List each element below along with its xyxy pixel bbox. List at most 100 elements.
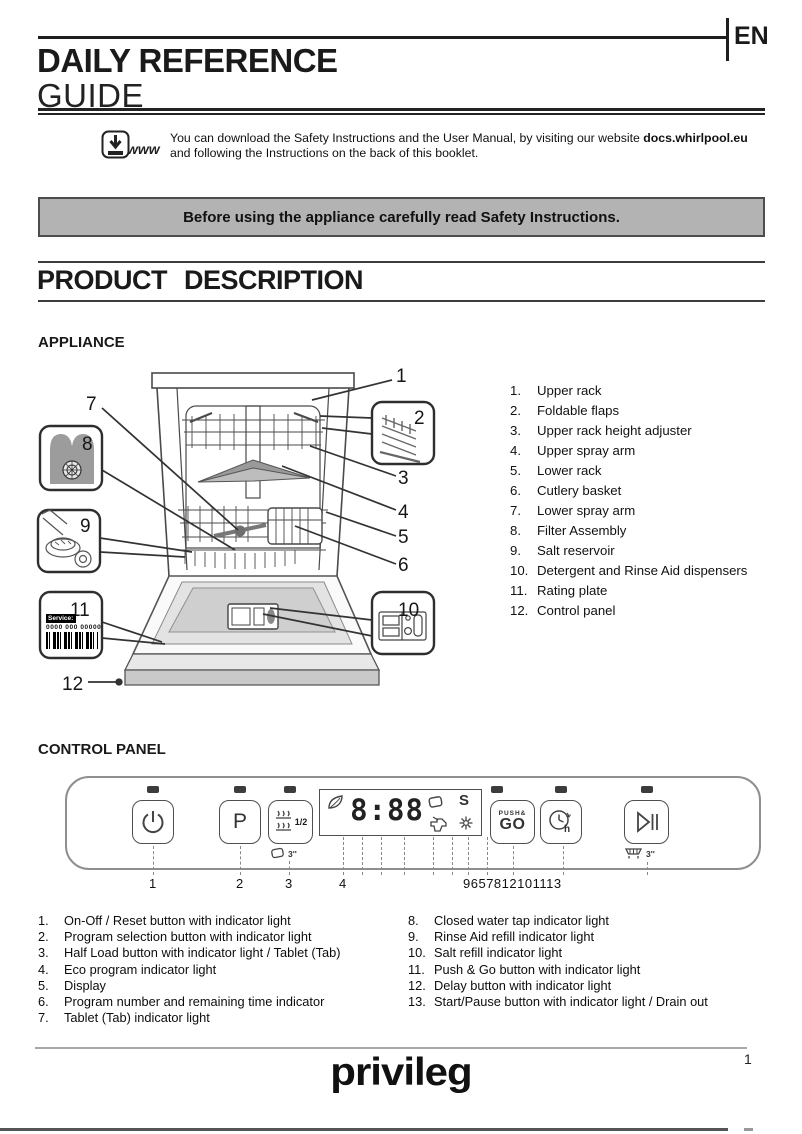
part-label: Cutlery basket bbox=[537, 483, 622, 498]
display bbox=[319, 789, 482, 836]
brand-logo: privileg bbox=[330, 1049, 472, 1094]
list-item: 3.Half Load button with indicator light … bbox=[38, 945, 340, 961]
download-note-line2: and following the Instructions on the ba… bbox=[170, 146, 479, 160]
leader-line bbox=[452, 837, 453, 875]
item-number: 11. bbox=[408, 961, 425, 977]
callout-box-9 bbox=[36, 508, 102, 574]
part-number: 10. bbox=[510, 563, 529, 578]
leader-line bbox=[289, 861, 290, 875]
website-url: docs.whirlpool.eu bbox=[643, 131, 748, 145]
item-number: 1. bbox=[38, 913, 49, 928]
rating-plate-service-label: Service: bbox=[46, 614, 77, 623]
part-label: Detergent and Rinse Aid dispensers bbox=[537, 563, 748, 578]
list-item: 13. Start/Pause button with indicator lig… bbox=[408, 994, 708, 1010]
program-button: P bbox=[219, 800, 261, 844]
indicator-light bbox=[491, 786, 503, 793]
part-number: 6. bbox=[510, 483, 521, 498]
item-label: Delay button with indicator light bbox=[434, 977, 612, 993]
item-number: 13. bbox=[408, 994, 426, 1010]
item-label: Program number and remaining time indica… bbox=[64, 994, 325, 1010]
leader-line bbox=[433, 837, 434, 875]
part-number: 2. bbox=[510, 403, 521, 418]
salt-reservoir-icon bbox=[41, 509, 92, 568]
leader-line bbox=[381, 837, 382, 875]
item-label: Start/Pause button with indicator light … bbox=[434, 994, 708, 1010]
dispenser-icon bbox=[378, 611, 427, 641]
section-rule-top bbox=[38, 261, 765, 263]
item-number: 7. bbox=[38, 1010, 49, 1026]
item-label: Push & Go button with indicator light bbox=[434, 961, 641, 977]
delay-button: h bbox=[540, 800, 582, 844]
list-item: 2.Program selection button with indicato… bbox=[38, 929, 340, 945]
list-item: 12.Control panel bbox=[510, 601, 747, 621]
item-number: 3. bbox=[38, 945, 49, 961]
program-button-label: P bbox=[232, 810, 247, 833]
cp-callout-4: 4 bbox=[339, 876, 347, 891]
list-item: 5. Display bbox=[38, 978, 340, 994]
filter-assembly-icon bbox=[50, 434, 94, 484]
title-rule-thin bbox=[38, 113, 765, 115]
list-item: 7. Tablet (Tab) indicator light bbox=[38, 1010, 340, 1026]
leader-line bbox=[563, 846, 564, 875]
leader-line bbox=[153, 846, 154, 875]
rinse-aid-icon bbox=[458, 815, 474, 831]
part-label: Lower rack bbox=[537, 463, 602, 478]
list-item: 10.Salt refill indicator light bbox=[408, 945, 708, 961]
plinth bbox=[123, 653, 381, 686]
hold-seconds: 3'' bbox=[288, 848, 297, 859]
indicator-light bbox=[641, 786, 653, 793]
detergent-dispenser bbox=[227, 603, 279, 630]
leader-line bbox=[240, 846, 241, 875]
list-item: 5.Lower rack bbox=[510, 461, 747, 481]
bottom-rule-dash bbox=[744, 1128, 753, 1131]
part-label: Upper spray arm bbox=[537, 443, 636, 458]
indicator-light bbox=[284, 786, 296, 793]
item-label: Eco program indicator light bbox=[64, 961, 217, 977]
item-number: 9. bbox=[408, 929, 419, 945]
item-label: Tablet (Tab) indicator light bbox=[64, 1010, 210, 1026]
list-item: 6.Program number and remaining time indi… bbox=[38, 994, 340, 1010]
part-label: Lower spray arm bbox=[537, 503, 636, 518]
part-number: 1. bbox=[510, 383, 521, 398]
callout-6: 6 bbox=[398, 555, 409, 576]
list-item: 4.Eco program indicator light bbox=[38, 962, 340, 978]
page-title-line2: GUIDE bbox=[37, 77, 145, 114]
leader-line bbox=[468, 837, 469, 875]
part-label: Upper rack height adjuster bbox=[537, 423, 692, 438]
section-rule-bottom bbox=[38, 300, 765, 302]
part-label: Salt reservoir bbox=[537, 543, 615, 558]
delay-unit-label: h bbox=[564, 824, 570, 835]
part-number: 9. bbox=[510, 543, 521, 558]
footer-rule bbox=[35, 1047, 747, 1049]
list-item: 9.Rinse Aid refill indicator light bbox=[408, 929, 708, 945]
callout-leaders bbox=[88, 379, 397, 686]
push-go-button: PUSH& GO bbox=[490, 800, 535, 844]
list-item: 12.Delay button with indicator light bbox=[408, 978, 708, 994]
eco-leaf-icon bbox=[327, 794, 344, 811]
power-icon bbox=[142, 811, 164, 834]
leader-line bbox=[404, 837, 405, 875]
salt-icon: S bbox=[459, 792, 470, 809]
rating-plate-barcode bbox=[46, 632, 98, 649]
half-load-fraction: 1/2 bbox=[294, 817, 308, 827]
start-pause-icon bbox=[636, 811, 658, 833]
display-time: 8:88 bbox=[350, 793, 424, 827]
callout-box-10 bbox=[370, 590, 436, 656]
push-go-label-bottom: GO bbox=[499, 816, 526, 834]
cp-callout-3: 3 bbox=[285, 876, 293, 891]
page-title: DAILY REFERENCE bbox=[37, 42, 338, 79]
callout-8: 8 bbox=[82, 434, 93, 455]
lower-spray-arm bbox=[213, 523, 267, 538]
download-note-line1: You can download the Safety Instructions… bbox=[170, 131, 748, 145]
leader-line bbox=[487, 837, 488, 875]
control-panel-heading: CONTROL PANEL bbox=[38, 741, 166, 758]
section-title: PRODUCT DESCRIPTION bbox=[37, 265, 364, 295]
item-label: Display bbox=[64, 977, 106, 993]
rating-plate-numbers: 0000 000 00000 bbox=[46, 624, 102, 631]
item-number: 10. bbox=[408, 945, 426, 961]
half-load-button: 1/2 bbox=[268, 800, 313, 844]
item-number: 5. bbox=[38, 977, 49, 993]
cp-callout-cluster: 9657812101113 bbox=[463, 876, 562, 891]
control-panel-graphic bbox=[65, 776, 761, 870]
